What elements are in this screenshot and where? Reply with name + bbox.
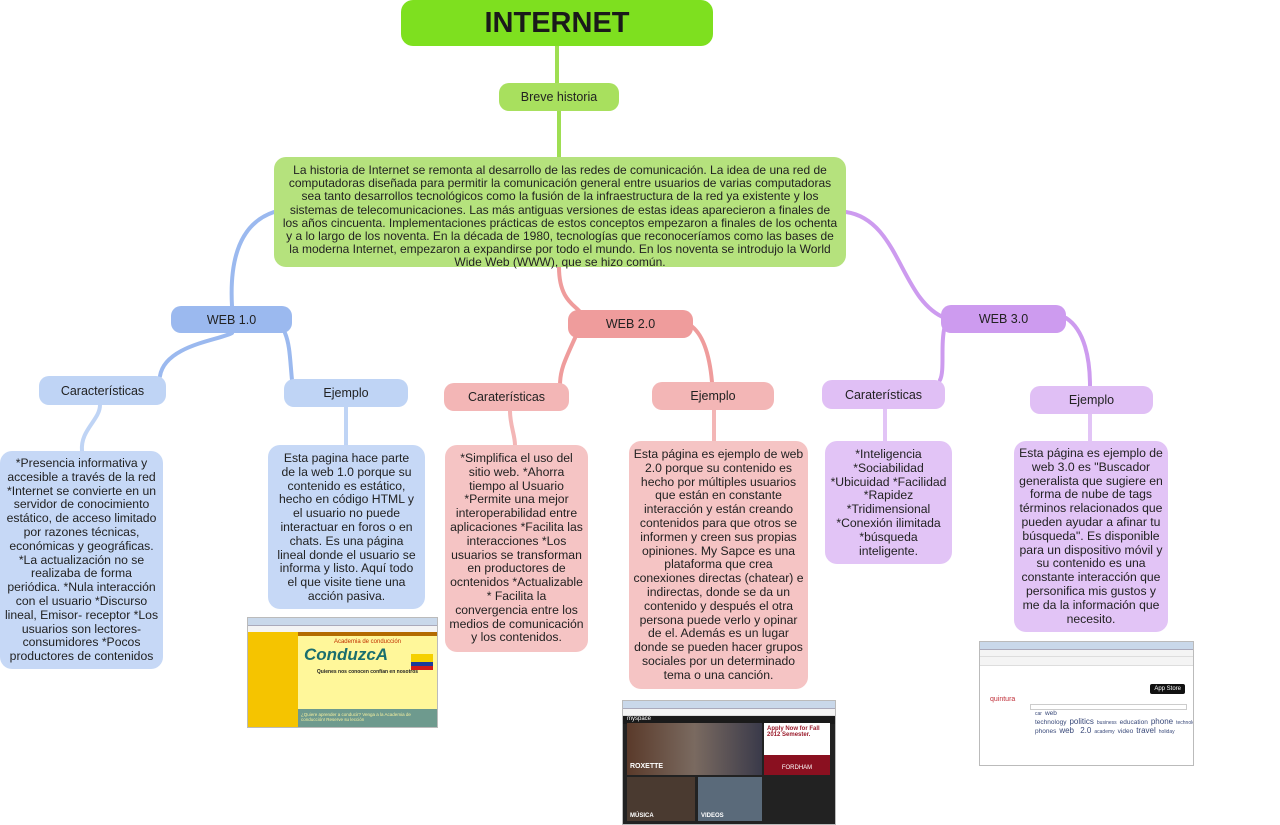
screenshot-logo: quintura: [990, 696, 1016, 703]
tag-cloud-item[interactable]: travel: [1136, 726, 1156, 735]
link-web3-example: [1064, 316, 1092, 388]
history-node[interactable]: Breve historia: [499, 83, 619, 111]
link-web2-features: [558, 336, 577, 387]
link-web2-example: [688, 323, 714, 384]
web2-example-node[interactable]: Ejemplo: [652, 382, 774, 410]
web3-example-node[interactable]: Ejemplo: [1030, 386, 1153, 414]
tag-cloud-item[interactable]: holiday: [1158, 729, 1175, 735]
screenshot-heading: Academia de conducción: [333, 639, 402, 645]
link-web2: [557, 265, 582, 314]
screenshot-footer: ¿Quiere aprender a conducir? Venga a la …: [298, 709, 437, 727]
web2-example-text: Esta página es ejemplo de web 2.0 porque…: [629, 441, 808, 689]
screenshot-tagline: Quienes nos conocen confían en nosotros: [316, 669, 419, 675]
screenshot-logo: myspace: [623, 716, 835, 724]
tag-cloud-item[interactable]: car: [1035, 711, 1042, 717]
screenshot-tile-videos: VIDEOS: [701, 813, 724, 819]
screenshot-tile-music: MÚSICA: [630, 813, 654, 819]
web1-example-screenshot: Academia de conducción ConduzcA Quienes …: [247, 617, 438, 728]
web2-features-node[interactable]: Caraterísticas: [444, 383, 569, 411]
screenshot-logo: ConduzcA: [304, 645, 389, 664]
web1-node[interactable]: WEB 1.0: [171, 306, 292, 333]
screenshot-feature: ROXETTE: [630, 763, 664, 770]
web2-node[interactable]: WEB 2.0: [568, 310, 693, 338]
screenshot-ad-brand: FORDHAM: [764, 755, 830, 775]
web2-example-screenshot: myspace ROXETTE Apply Now for Fall 2012 …: [622, 700, 836, 825]
link-web2-features-box: [508, 409, 517, 447]
history-text: La historia de Internet se remonta al de…: [274, 157, 846, 269]
web3-node[interactable]: WEB 3.0: [941, 305, 1066, 333]
link-web1-example: [283, 331, 294, 382]
link-web3: [844, 210, 947, 320]
app-store-badge: App Store: [1150, 684, 1185, 694]
tag-cloud-item[interactable]: video: [1117, 728, 1134, 735]
link-web1-features-box: [79, 403, 102, 453]
web1-features-text: *Presencia informativa y accesible a tra…: [0, 451, 163, 669]
tag-cloud-item[interactable]: academy: [1094, 729, 1115, 735]
title-node[interactable]: INTERNET: [401, 0, 713, 46]
web1-example-node[interactable]: Ejemplo: [284, 379, 408, 407]
web1-example-text: Esta pagina hace parte de la web 1.0 por…: [268, 445, 425, 609]
tag-cloud-item[interactable]: cell phones: [1035, 728, 1057, 735]
tag-cloud-item[interactable]: web technology: [1035, 710, 1067, 726]
tag-cloud-item[interactable]: politics: [1069, 717, 1094, 726]
web3-features-node[interactable]: Caraterísticas: [822, 380, 945, 409]
screenshot-ad: Apply Now for Fall 2012 Semester.: [767, 726, 820, 738]
link-web3-features: [938, 323, 947, 382]
web3-example-text: Esta página es ejemplo de web 3.0 es "Bu…: [1014, 441, 1168, 632]
tag-cloud-item[interactable]: web 2.0: [1059, 726, 1092, 735]
tag-cloud-item[interactable]: technology: [1176, 720, 1193, 726]
link-web1-features: [158, 331, 234, 378]
tag-cloud-item[interactable]: phone: [1150, 717, 1174, 726]
web3-features-text: *Inteligencia *Sociabilidad *Ubicuidad *…: [825, 441, 952, 564]
web2-features-text: *Simplifica el uso del sitio web. *Ahorr…: [445, 445, 588, 652]
tag-cloud-item[interactable]: business: [1096, 720, 1117, 726]
web1-features-node[interactable]: Características: [39, 376, 166, 405]
colombia-flag-icon: [411, 654, 433, 670]
tag-cloud-item[interactable]: education: [1119, 719, 1148, 726]
link-web1: [229, 210, 276, 308]
